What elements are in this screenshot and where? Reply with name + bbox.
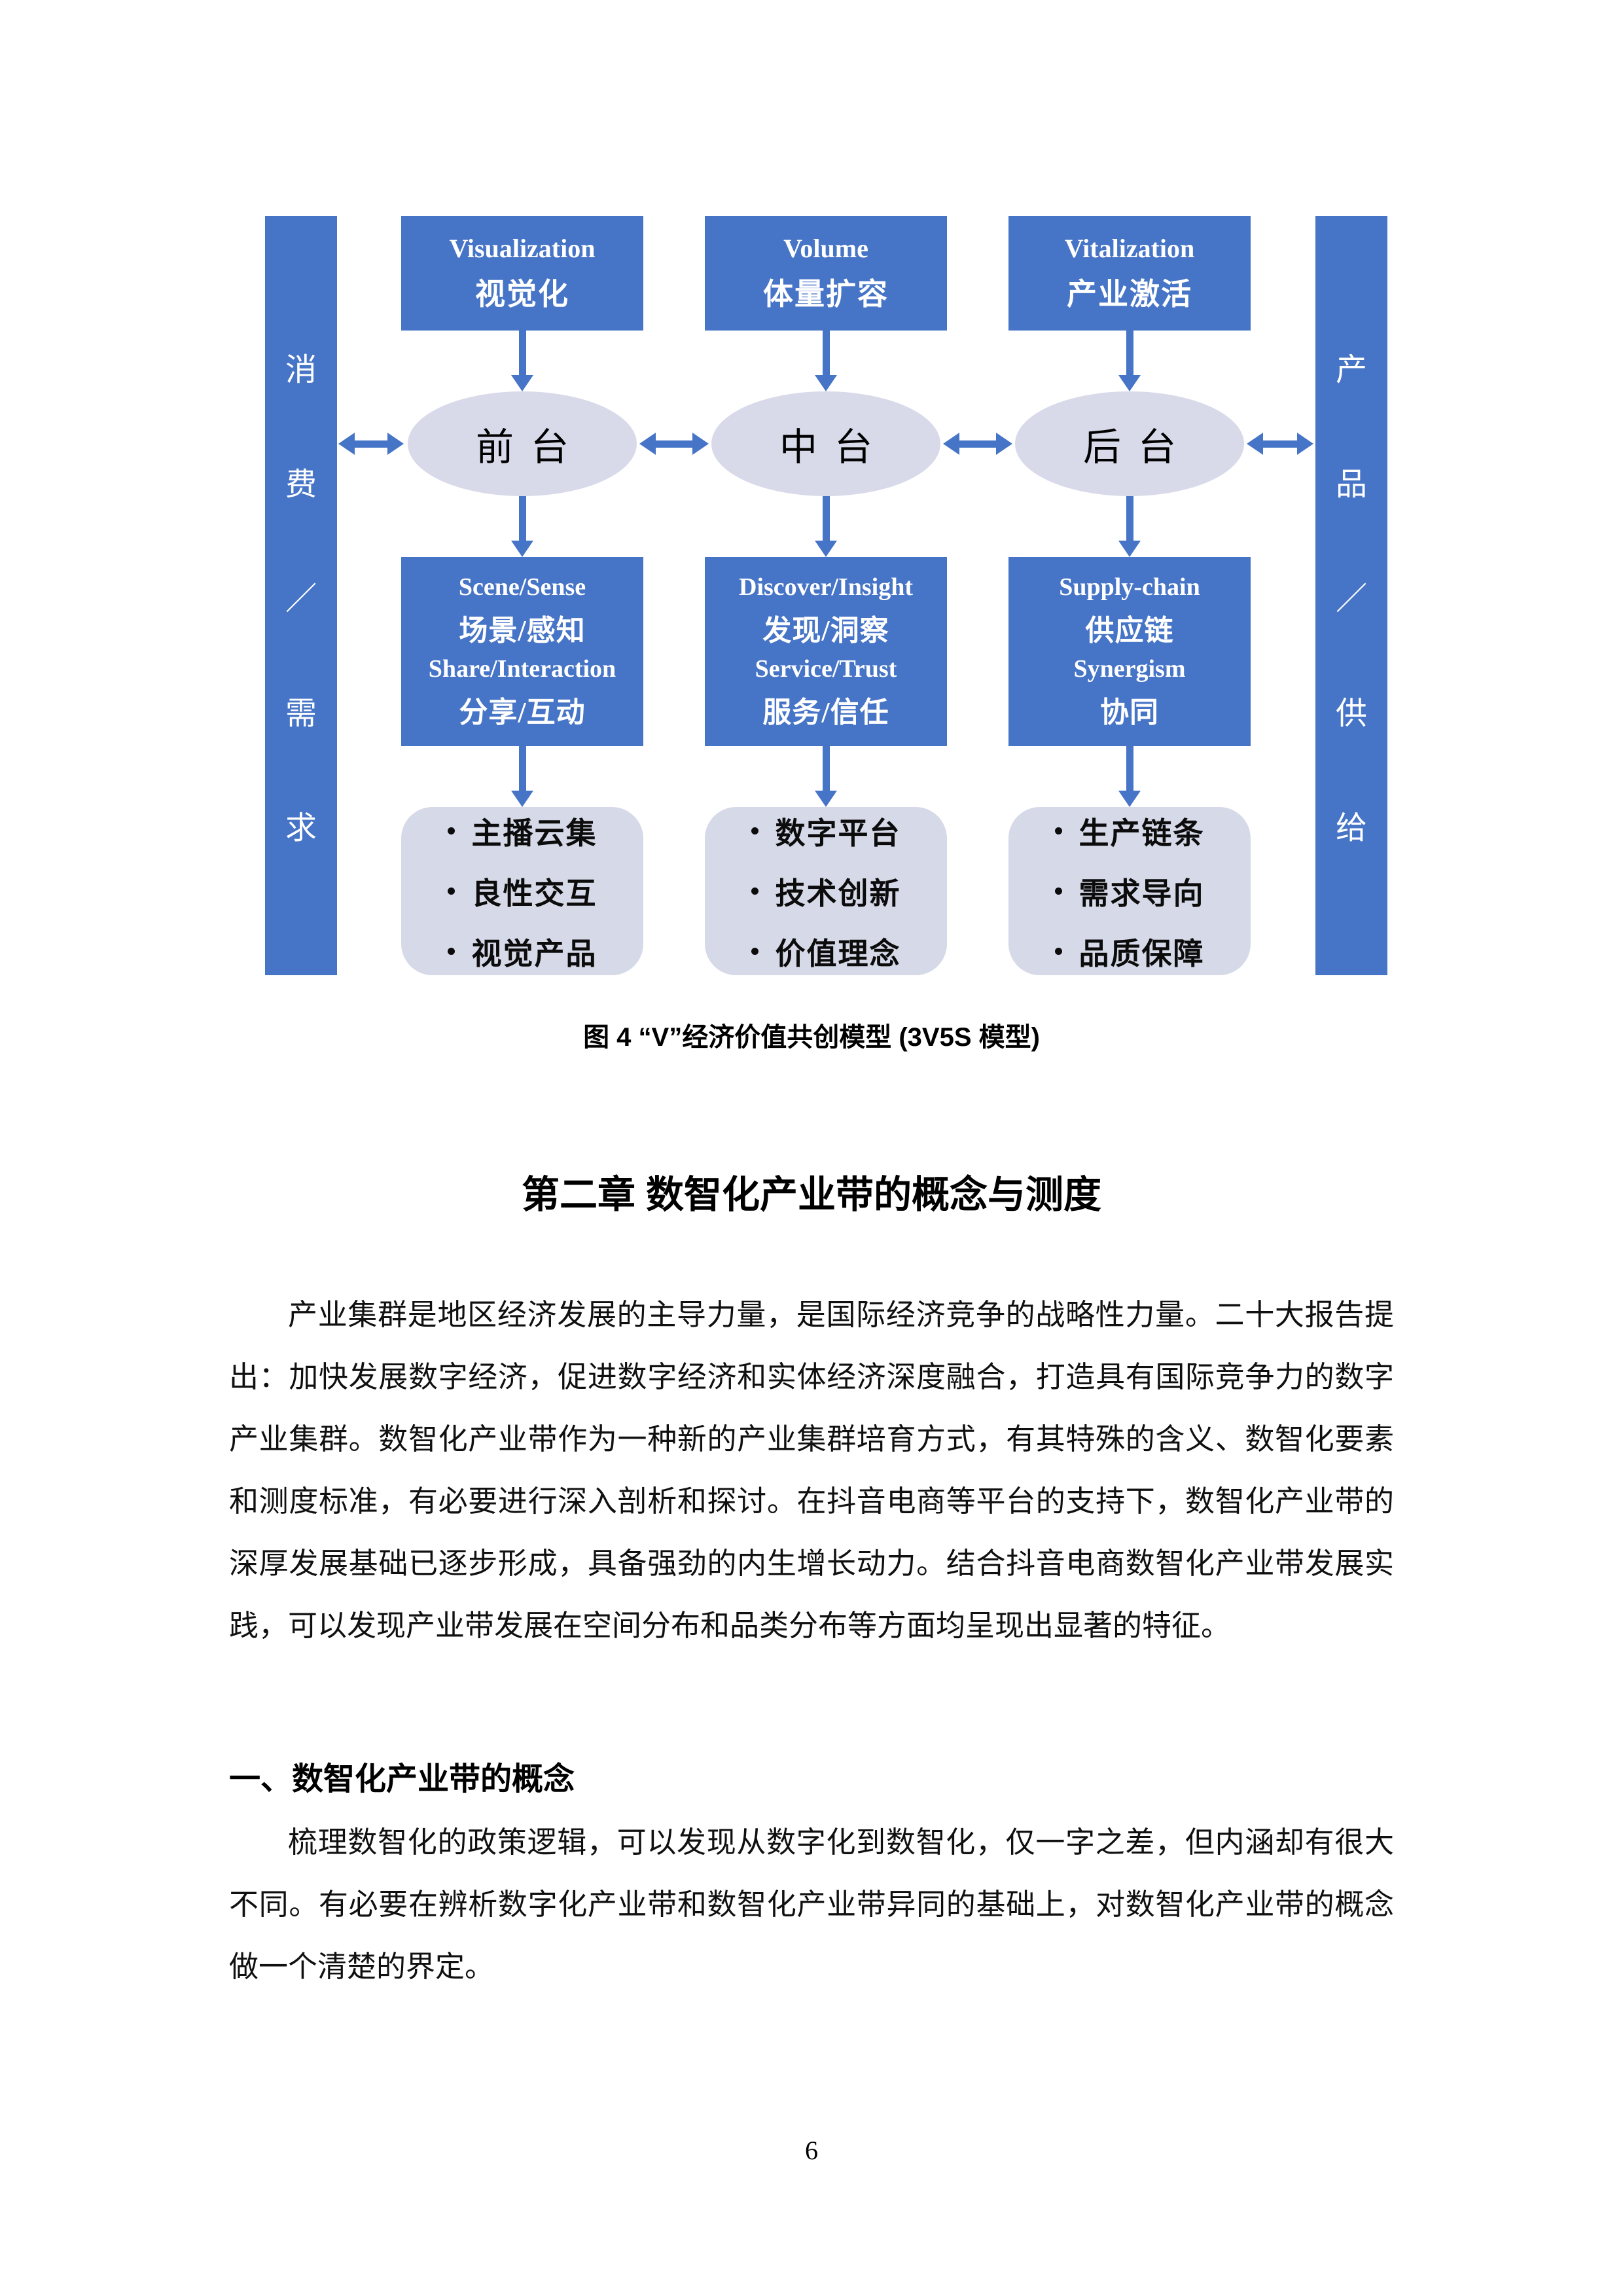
double-arrow-icon	[943, 433, 1012, 455]
bullet-icon	[1054, 888, 1062, 895]
down-arrow-icon	[401, 496, 643, 557]
product-supply-bar: 产 品 ／ 供 给	[1315, 216, 1387, 975]
bullet-icon	[447, 888, 455, 895]
bar-char: 消	[285, 353, 317, 387]
column-back-stage: Vitalization 产业激活 后台 Supply-chain 供应链 Sy…	[1008, 216, 1251, 975]
bar-char: 产	[1335, 353, 1367, 387]
bar-char: 求	[285, 811, 317, 846]
column-middle-stage: Volume 体量扩容 中台 Discover/Insight 发现/洞察 Se…	[705, 216, 947, 975]
supply-synergism-box: Supply-chain 供应链 Synergism 协同	[1008, 557, 1251, 746]
bullet-panel: 生产链条 需求导向 品质保障	[1008, 807, 1251, 975]
bar-char: 给	[1335, 811, 1367, 846]
label-pair: Supply-chain 供应链	[1059, 573, 1200, 649]
double-arrow-icon	[338, 433, 404, 455]
box-title-en: Volume	[783, 234, 868, 263]
bullet-icon	[751, 827, 758, 834]
bullet-item: 需求导向	[1054, 870, 1205, 913]
bullet-icon	[751, 888, 758, 895]
pair-en: Discover/Insight	[739, 573, 913, 601]
bullet-item: 数字平台	[751, 810, 901, 853]
bullet-panel: 数字平台 技术创新 价值理念	[705, 807, 947, 975]
bullet-panel: 主播云集 良性交互 视觉产品	[401, 807, 643, 975]
down-arrow-icon	[705, 496, 947, 557]
consumer-demand-bar: 消 费 ／ 需 求	[265, 216, 337, 975]
bullet-text: 视觉产品	[471, 937, 597, 971]
bullet-icon	[1054, 827, 1062, 834]
pair-en: Synergism	[1073, 655, 1186, 683]
box-title-zh: 产业激活	[1067, 278, 1192, 311]
bullet-item: 价值理念	[751, 930, 901, 973]
bullet-item: 技术创新	[751, 870, 901, 913]
paragraph-2: 梳理数智化的政策逻辑，可以发现从数字化到数智化，仅一字之差，但内涵却有很大不同。…	[229, 1826, 1394, 1983]
label-pair: Share/Interaction 分享/互动	[429, 655, 616, 730]
pair-en: Scene/Sense	[458, 573, 586, 601]
bar-char: 品	[1335, 467, 1367, 502]
bullet-item: 良性交互	[447, 870, 597, 913]
down-arrow-icon	[705, 746, 947, 807]
section-heading: 一、数智化产业带的概念	[229, 1762, 575, 1797]
label-pair: Scene/Sense 场景/感知	[459, 573, 586, 649]
label-pair: Synergism 协同	[1074, 655, 1186, 730]
box-title-zh: 视觉化	[475, 278, 569, 311]
page-number: 6	[805, 2136, 818, 2165]
front-stage-ellipse: 前台	[408, 391, 637, 496]
bullet-text: 需求导向	[1079, 876, 1205, 910]
pair-zh: 场景/感知	[459, 614, 586, 647]
down-arrow-icon	[1008, 746, 1251, 807]
bullet-item: 生产链条	[1054, 810, 1205, 853]
chapter-title: 第二章 数智化产业带的概念与测度	[521, 1174, 1102, 1216]
down-arrow-icon	[705, 331, 947, 391]
box-title-zh: 体量扩容	[763, 278, 889, 311]
bullet-text: 生产链条	[1079, 816, 1205, 850]
box-title-en: Vitalization	[1064, 234, 1195, 263]
bar-char: 需	[285, 696, 317, 731]
bullet-text: 良性交互	[471, 876, 597, 910]
pair-zh: 供应链	[1085, 614, 1174, 647]
bar-char: ／	[1335, 582, 1367, 617]
bar-char: 费	[285, 467, 317, 502]
bar-char: ／	[285, 582, 317, 617]
bullet-icon	[1054, 948, 1062, 955]
label-pair: Service/Trust 服务/信任	[755, 655, 897, 730]
bullet-text: 主播云集	[471, 816, 597, 850]
visualization-box: Visualization 视觉化	[401, 216, 643, 331]
pair-zh: 服务/信任	[762, 696, 889, 729]
bullet-text: 数字平台	[775, 816, 901, 850]
bullet-text: 品质保障	[1079, 937, 1205, 971]
bullet-icon	[447, 948, 455, 955]
down-arrow-icon	[401, 331, 643, 391]
bullet-item: 视觉产品	[447, 930, 597, 973]
scene-share-box: Scene/Sense 场景/感知 Share/Interaction 分享/互…	[401, 557, 643, 746]
bar-char: 供	[1335, 696, 1367, 731]
bullet-text: 价值理念	[775, 937, 901, 971]
pair-zh: 协同	[1100, 696, 1159, 729]
down-arrow-icon	[1008, 331, 1251, 391]
bullet-icon	[751, 948, 758, 955]
pair-zh: 发现/洞察	[762, 614, 889, 647]
double-arrow-icon	[1247, 433, 1313, 455]
bullet-text: 技术创新	[775, 876, 901, 910]
label-pair: Discover/Insight 发现/洞察	[739, 573, 913, 649]
box-title-en: Visualization	[449, 234, 596, 263]
pair-en: Supply-chain	[1059, 573, 1200, 601]
figure-caption: 图 4 “V”经济价值共创模型 (3V5S 模型)	[583, 1023, 1040, 1052]
down-arrow-icon	[401, 746, 643, 807]
back-stage-ellipse: 后台	[1015, 391, 1244, 496]
double-arrow-icon	[639, 433, 709, 455]
pair-zh: 分享/互动	[459, 696, 586, 729]
vitalization-box: Vitalization 产业激活	[1008, 216, 1251, 331]
column-front-stage: Visualization 视觉化 前台 Scene/Sense 场景/感知 S…	[401, 216, 643, 975]
middle-stage-ellipse: 中台	[711, 391, 940, 496]
bullet-icon	[447, 827, 455, 834]
pair-en: Share/Interaction	[428, 655, 616, 683]
paragraph-1: 产业集群是地区经济发展的主导力量，是国际经济竞争的战略性力量。二十大报告提出：加…	[229, 1299, 1394, 1642]
v-model-diagram: 消 费 ／ 需 求 Visualization 视觉化 前台 Scene/Sen…	[265, 216, 1387, 975]
pair-en: Service/Trust	[755, 655, 897, 683]
down-arrow-icon	[1008, 496, 1251, 557]
discover-service-box: Discover/Insight 发现/洞察 Service/Trust 服务/…	[705, 557, 947, 746]
volume-box: Volume 体量扩容	[705, 216, 947, 331]
bullet-item: 品质保障	[1054, 930, 1205, 973]
bullet-item: 主播云集	[447, 810, 597, 853]
